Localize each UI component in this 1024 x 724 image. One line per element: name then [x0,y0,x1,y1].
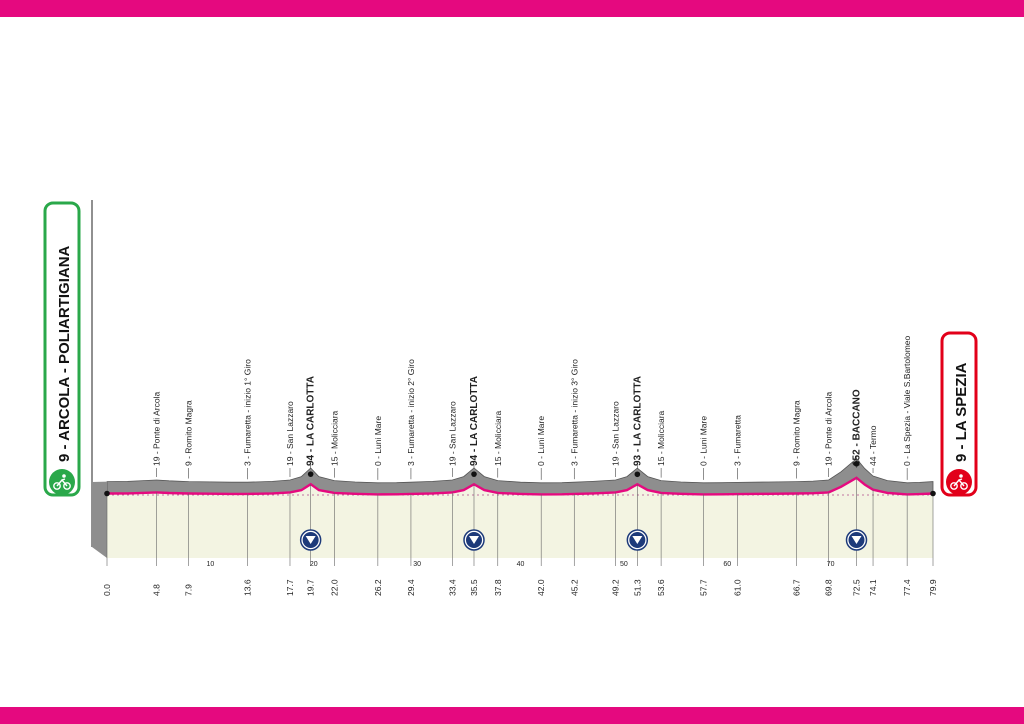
waypoint-label: 15 - Molicciara [493,410,503,466]
axis-tick-label: 70 [827,561,835,568]
waypoint-label-major: 94 - LA CARLOTTA [469,376,480,466]
finish-dot [930,490,936,497]
distance-label: 72.5 [851,579,861,596]
waypoint-label: 15 - Molicciara [329,410,339,466]
distance-label: 0.0 [102,584,112,596]
checkpoint-marker-icon [299,529,322,551]
axis-tick-label: 10 [206,561,214,568]
distance-label: 17.7 [285,579,295,596]
checkpoint-marker-icon [463,529,485,551]
axis-tick-label: 20 [310,561,318,568]
waypoint-label-major: 93 - LA CARLOTTA [632,376,643,466]
axis-tick-label: 40 [517,561,525,568]
waypoint-label-major: 152 - BACCANO [851,389,862,466]
waypoint-label: 19 - Ponte di Arcola [152,392,162,466]
distance-label: 13.6 [243,579,253,596]
waypoint-label: 19 - San Lazzaro [447,401,457,466]
distance-label: 26.2 [373,579,383,596]
start-altitude: 9 [56,454,73,462]
cyclist-icon [53,474,71,490]
axis-tick-label: 30 [413,561,421,568]
bottom-brand-band [0,707,1024,724]
distance-label: 51.3 [632,579,642,596]
waypoint-label: 15 - Molicciara [656,410,666,466]
distance-label: 57.7 [698,579,708,596]
waypoint-label: 0 - Luni Mare [373,416,383,466]
waypoint-label: 0 - Luni Mare [536,416,546,466]
distance-label: 22.0 [329,579,339,596]
start-name: ARCOLA - POLIARTIGIANA [56,245,73,440]
waypoint-label: 3 - Fumaretta - inizio 2° Giro [406,359,416,466]
summit-dot [307,471,314,477]
start-label: 9 - ARCOLA - POLIARTIGIANA [56,245,73,462]
finish-name: LA SPEZIA [953,362,970,440]
distance-label: 7.9 [184,584,194,596]
summit-dot [853,460,860,467]
distance-label: 35.5 [469,579,479,596]
finish-badge: 9 - LA SPEZIA [940,331,978,497]
distance-label: 29.4 [406,579,416,596]
distance-label: 74.1 [868,579,878,596]
terrain-profile [106,458,934,495]
distance-label: 79.9 [928,579,938,596]
finish-label: 9 - LA SPEZIA [953,362,970,462]
distance-label: 53.6 [656,579,666,596]
summit-dot [471,471,477,477]
distance-label: 33.4 [447,579,457,596]
waypoint-label: 44 - Termo [868,425,878,466]
axis-tick-label: 60 [723,561,731,568]
finish-altitude: 9 [953,454,970,462]
waypoint-label: 9 - Romito Magra [184,400,194,466]
waypoint-label: 19 - San Lazzaro [285,401,295,466]
waypoint-label: 9 - Romito Magra [792,400,802,466]
waypoint-label: 3 - Fumaretta [733,415,743,466]
distance-label: 61.0 [733,579,743,596]
distance-label: 42.0 [536,579,546,596]
checkpoint-marker-icon [845,529,868,551]
distance-label: 49.2 [611,579,621,596]
distance-label: 77.4 [902,579,912,596]
start-badge: 9 - ARCOLA - POLIARTIGIANA [43,201,81,497]
waypoint-label-major: 94 - LA CARLOTTA [306,376,317,466]
distance-label: 69.8 [824,579,834,596]
checkpoint-marker-icon [626,529,649,551]
distance-label: 45.2 [569,579,579,596]
waypoint-label: 19 - Ponte di Arcola [824,392,834,466]
start-cyclist-icon [49,469,75,495]
waypoint-label: 0 - La Spezia - Viale S.Bartolomeo [902,335,912,466]
distance-label: 19.7 [306,579,316,596]
waypoint-label: 3 - Fumaretta - inizio 1° Giro [243,359,253,466]
cyclist-icon [950,474,968,490]
waypoint-label: 0 - Luni Mare [698,416,708,466]
axis-tick-label: 50 [620,561,628,568]
start-dot [104,490,110,497]
distance-label: 37.8 [493,579,503,596]
waypoint-label: 19 - San Lazzaro [611,401,621,466]
summit-dot [634,471,641,478]
top-brand-band [0,0,1024,17]
distance-label: 66.7 [792,579,802,596]
finish-cyclist-icon [946,469,972,495]
terrain-start-wedge [92,481,107,558]
route-line [106,476,934,496]
distance-label: 4.8 [152,584,162,596]
waypoint-label: 3 - Fumaretta - inizio 3° Giro [569,359,579,466]
